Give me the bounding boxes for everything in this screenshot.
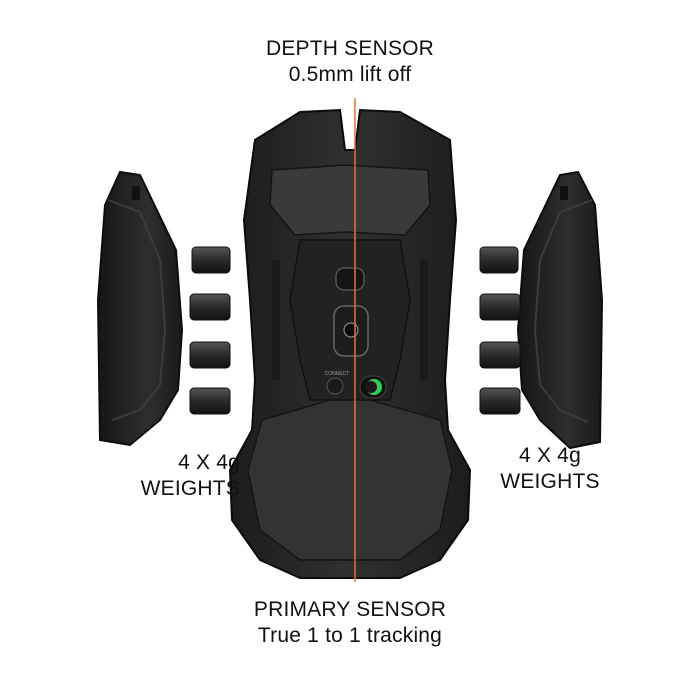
weight-block — [479, 246, 519, 274]
mouse-body — [228, 108, 472, 579]
left-side-panel — [96, 170, 184, 447]
weight-block — [191, 246, 231, 274]
connect-button-shape — [326, 377, 344, 395]
weight-block — [189, 293, 231, 321]
primary-sensor-caption: PRIMARY SENSOR True 1 to 1 tracking — [200, 597, 500, 650]
weight-block — [189, 387, 231, 415]
left-weights — [189, 246, 231, 415]
weight-block — [479, 293, 521, 321]
depth-sensor-detail: 0.5mm lift off — [288, 63, 412, 87]
right-weights-count: 4 X 4g — [519, 444, 581, 467]
depth-sensor-caption: DEPTH SENSOR 0.5mm lift off — [200, 36, 500, 89]
depth-sensor-window — [335, 267, 365, 291]
weight-block — [189, 341, 231, 369]
right-weights-caption: 4 X 4g WEIGHTS — [470, 443, 630, 496]
connect-label: CONNECT — [325, 371, 350, 377]
left-weights-caption: 4 X 4g WEIGHTS — [100, 450, 240, 503]
right-weights-name: WEIGHTS — [500, 470, 600, 494]
right-weights — [479, 246, 521, 415]
left-weights-count: 4 X 4g — [178, 451, 240, 474]
depth-sensor-title: DEPTH SENSOR — [265, 37, 435, 60]
weight-block — [479, 387, 521, 415]
primary-sensor-detail: True 1 to 1 tracking — [257, 624, 443, 648]
left-weights-name: WEIGHTS — [140, 477, 240, 501]
primary-sensor-title: PRIMARY SENSOR — [253, 598, 447, 621]
weight-block — [479, 341, 521, 369]
right-side-panel — [516, 170, 604, 450]
